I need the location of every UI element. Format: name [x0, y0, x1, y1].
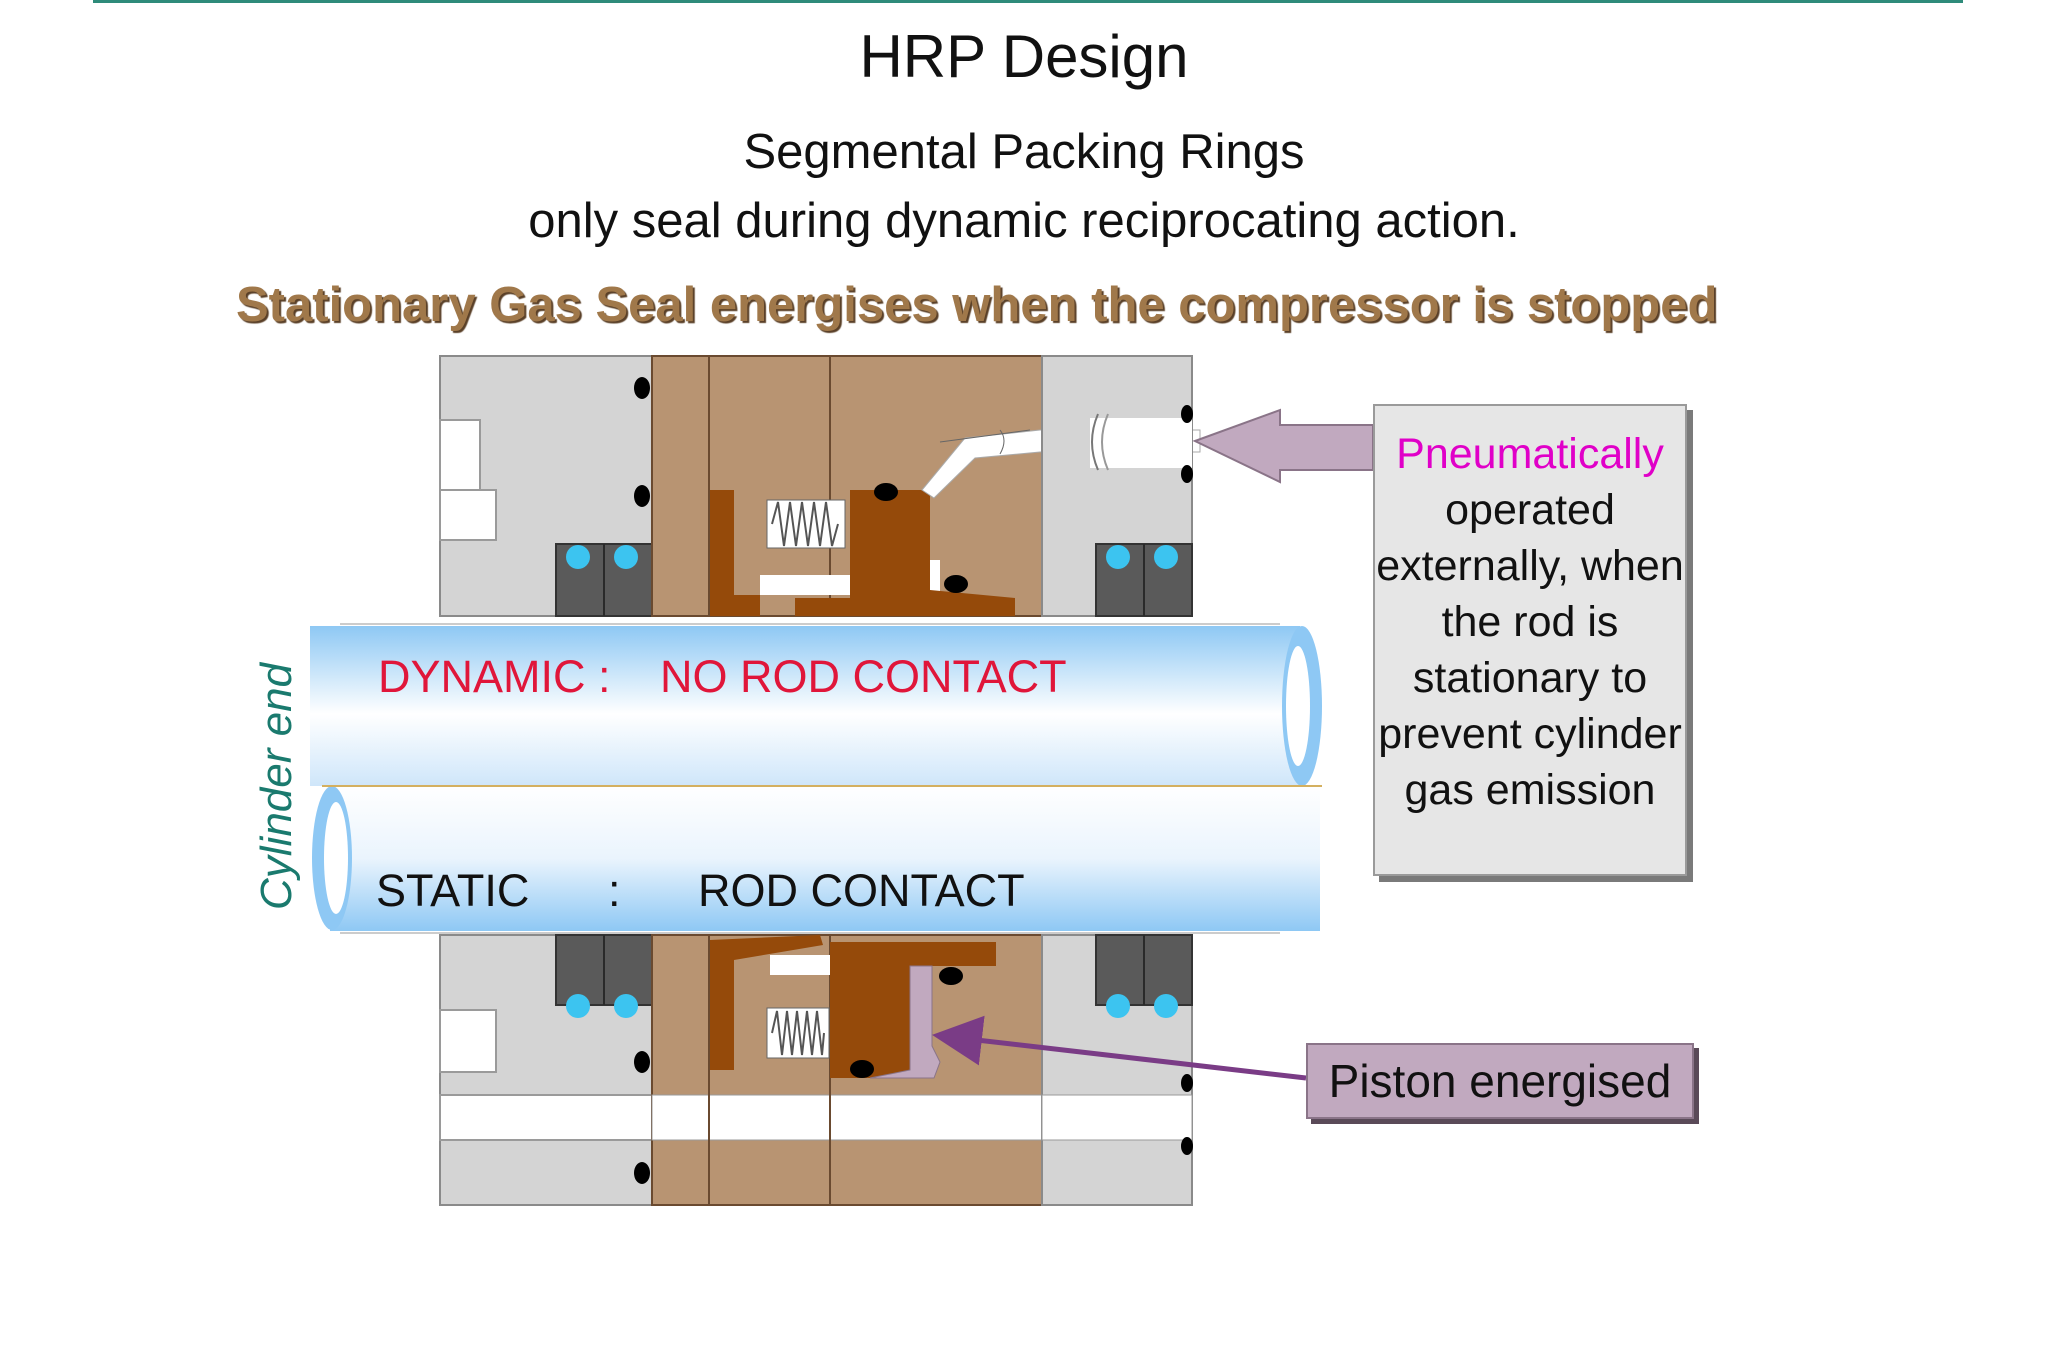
cylinder-end-label: Cylinder end [252, 662, 301, 910]
bottom-piston-body [830, 942, 996, 1078]
o-ring-icon [1106, 994, 1130, 1018]
piston-energised-face [869, 965, 941, 1079]
o-ring-icon [1106, 545, 1130, 569]
slide-title: HRP Design [859, 23, 1189, 90]
cylinder-end-label-wrap: Cylinder end [252, 663, 301, 911]
top-left-port-2 [439, 489, 497, 541]
static-colon: : [608, 865, 621, 916]
top-assembly [439, 355, 1374, 617]
spring-coil [771, 501, 839, 547]
bottom-assembly [439, 934, 1193, 1206]
pneumatic-arrow-icon [1192, 408, 1374, 484]
o-ring-icon [1154, 994, 1178, 1018]
rod-lower [330, 786, 1320, 931]
o-ring-icon [874, 483, 898, 501]
dynamic-value: NO ROD CONTACT [660, 651, 1067, 702]
static-label: STATIC [376, 865, 529, 916]
o-ring-icon [614, 545, 638, 569]
dynamic-label: DYNAMIC : [378, 651, 611, 702]
pneumatic-callout: Pneumatically operated externally, when … [1373, 404, 1687, 876]
o-ring-icon [1181, 465, 1193, 483]
static-value: ROD CONTACT [698, 865, 1025, 916]
pneumatic-highlight: Pneumatically [1396, 430, 1664, 478]
o-ring-icon [1154, 545, 1178, 569]
top-rule [93, 0, 1963, 3]
o-ring-icon [634, 1051, 650, 1073]
bottom-piston [710, 935, 823, 1070]
spring-coil [771, 1010, 825, 1056]
o-ring-icon [614, 994, 638, 1018]
o-ring-icon [1181, 1074, 1193, 1092]
piston-energised-callout: Piston energised [1306, 1043, 1694, 1119]
stationary-seal-note: Stationary Gas Seal energises when the c… [236, 278, 1718, 332]
o-ring-icon [566, 994, 590, 1018]
o-ring-icon [1181, 405, 1193, 423]
top-piston [710, 490, 760, 616]
o-ring-icon [634, 485, 650, 507]
rod-upper [310, 626, 1300, 786]
top-left-port [439, 419, 481, 491]
piston-rod [310, 623, 1322, 934]
subtitle-line-2: only seal during dynamic reciprocating a… [528, 194, 1520, 248]
o-ring-icon [939, 967, 963, 985]
o-ring-icon [944, 575, 968, 593]
o-ring-icon [850, 1060, 874, 1078]
piston-leader-arrow [932, 1015, 1307, 1081]
o-ring-icon [566, 545, 590, 569]
o-ring-icon [634, 1162, 650, 1184]
o-ring-icon [1181, 1137, 1193, 1155]
pneumatic-body: operated externally, when the rod is sta… [1376, 486, 1684, 814]
subtitle-line-1: Segmental Packing Rings [743, 125, 1305, 179]
o-ring-icon [634, 377, 650, 399]
top-piston-body [795, 490, 1015, 616]
